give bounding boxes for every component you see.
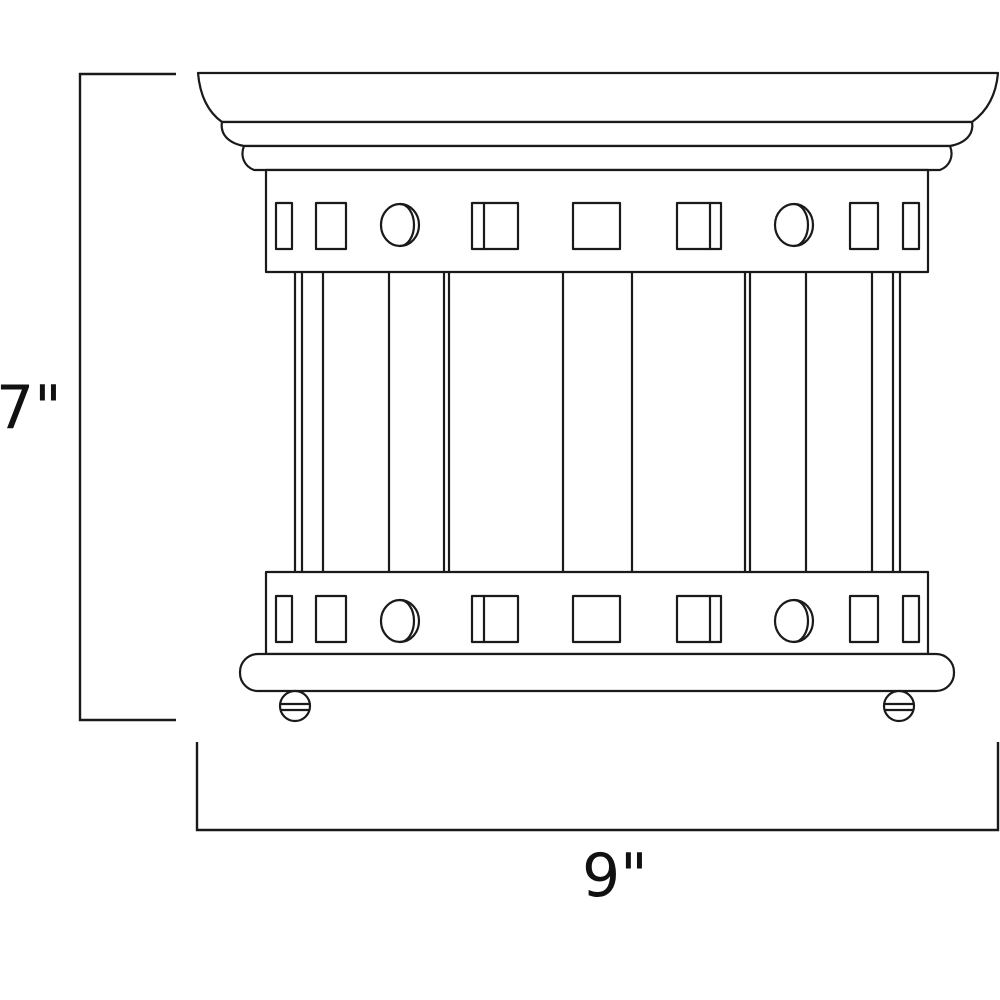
base-ring [238,652,956,693]
finial-screw-right [882,689,916,723]
width-dimension-bracket [195,742,1000,832]
glass-bars [293,270,902,574]
top-band [264,168,930,274]
bottom-band [264,570,930,656]
finial-screw-left [278,689,312,723]
height-dimension-label: 7" [0,373,62,443]
height-dimension-bracket [78,72,176,722]
width-dimension-label: 9" [582,841,648,911]
canopy [196,71,1000,172]
